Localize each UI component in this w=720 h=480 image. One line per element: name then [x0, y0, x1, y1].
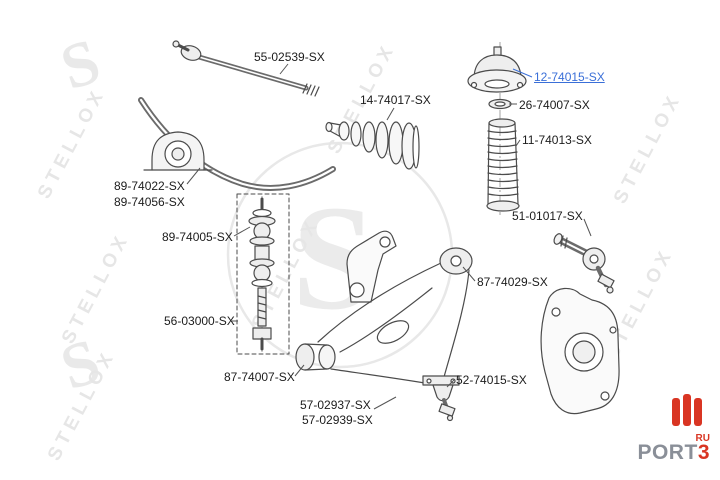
leader-lines [186, 63, 592, 410]
port3-logo-icon [672, 394, 702, 426]
logo-brand-text: PORT [637, 441, 698, 464]
stabilizer-bar [138, 97, 336, 191]
arm-front-bushing [295, 343, 336, 371]
part-label-57-02939-sx: 57-02939-SX [302, 413, 373, 427]
port3-logo[interactable]: RU PORT3 [632, 394, 710, 464]
tie-rod-end [553, 233, 615, 294]
tie-rod [172, 40, 320, 97]
watermark-text: STELLOX [34, 84, 110, 202]
steering-knuckle [540, 287, 620, 415]
part-label-89-74005-sx: 89-74005-SX [162, 230, 233, 244]
strut-dust-boot [486, 118, 520, 212]
steering-boot [325, 121, 420, 170]
part-label-51-01017-sx: 51-01017-SX [512, 209, 583, 223]
strut-bearing [488, 98, 512, 110]
stabilizer-bushing-clamp [143, 131, 213, 171]
ball-joint [422, 375, 460, 422]
watermark-text: STELLOX [610, 89, 686, 207]
logo-country-label: RU [695, 433, 710, 444]
part-label-55-02539-sx: 55-02539-SX [254, 50, 325, 64]
part-label-89-74022-sx: 89-74022-SX [114, 179, 185, 193]
arm-rear-bushing [439, 247, 473, 275]
part-label-52-74015-sx: 52-74015-SX [456, 373, 527, 387]
logo-digit: 3 [697, 441, 710, 464]
watermark-text: STELLOX [58, 229, 134, 347]
part-label-87-74007-sx: 87-74007-SX [224, 370, 295, 384]
part-label-14-74017-sx: 14-74017-SX [360, 93, 431, 107]
part-label-11-74013-sx: 11-74013-SX [522, 133, 592, 147]
mount-bracket [346, 230, 397, 303]
part-label-87-74029-sx: 87-74029-SX [477, 275, 548, 289]
part-label-56-03000-sx: 56-03000-SX [164, 314, 235, 328]
strut-mount [467, 46, 527, 93]
part-label-57-02937-sx: 57-02937-SX [300, 398, 371, 412]
part-label-12-74015-sx[interactable]: 12-74015-SX [534, 70, 605, 84]
part-label-89-74056-sx: 89-74056-SX [114, 195, 185, 209]
stabilizer-link [236, 193, 290, 355]
logo-wordmark: PORT3 [632, 442, 710, 464]
part-label-26-74007-sx: 26-74007-SX [519, 98, 590, 112]
